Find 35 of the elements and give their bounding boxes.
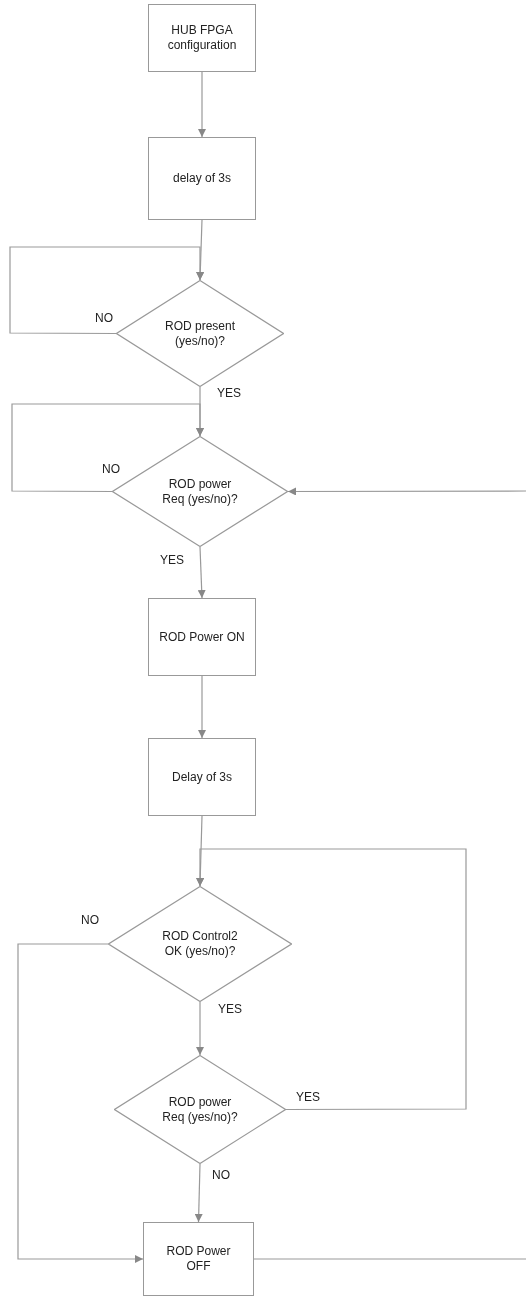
arrow (9, 246, 204, 335)
node-label: delay of 3s (171, 171, 232, 186)
arrow (17, 943, 144, 1263)
decision-diamond (116, 280, 284, 387)
process-box (148, 598, 256, 676)
process-box (148, 137, 256, 220)
arrow (198, 675, 206, 739)
edge-label: NO (100, 462, 122, 476)
node-label: ROD Power OFF (165, 1244, 232, 1274)
node-label: HUB FPGA configuration (166, 23, 238, 53)
node-label: ROD power Req (yes/no)? (161, 1094, 239, 1125)
node-label: ROD Control2 OK (yes/no)? (161, 929, 239, 959)
arrow (287, 487, 526, 496)
arrow (197, 546, 206, 599)
arrow (11, 403, 204, 493)
node-label: ROD Power ON (158, 629, 246, 645)
edge-label: YES (158, 553, 186, 567)
node-label: ROD present (yes/no)? (164, 318, 236, 349)
edge-label: YES (215, 386, 243, 400)
arrow (194, 1163, 203, 1223)
decision-diamond (114, 1055, 286, 1164)
decision-diamond (108, 886, 292, 1002)
edge-label: NO (210, 1168, 232, 1182)
process-box (148, 738, 256, 816)
arrow (196, 848, 467, 1111)
edge-label: YES (216, 1002, 244, 1016)
edge-label: YES (294, 1090, 322, 1104)
arrow (198, 71, 206, 138)
process-box (143, 1222, 254, 1296)
arrow (196, 1001, 204, 1056)
edge-label: NO (93, 311, 115, 325)
node-label: ROD power Req (yes/no)? (161, 476, 239, 507)
edge-label: NO (79, 913, 101, 927)
process-box (148, 4, 256, 72)
node-label: Delay of 3s (171, 769, 233, 785)
